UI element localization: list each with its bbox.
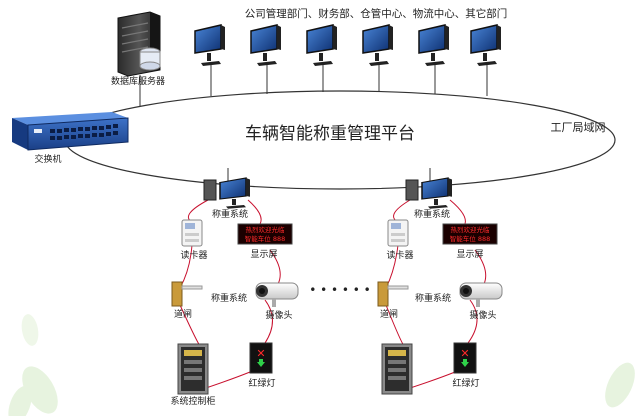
station-1-barrier-gate-icon: [171, 281, 203, 307]
dept-monitor-icon: [194, 24, 226, 67]
station-2-pc-label: 称重系统: [414, 208, 450, 220]
station-2-card-reader-label: 读卡器: [386, 249, 413, 261]
station-1-system-label: 称重系统: [211, 292, 247, 304]
station-2-system-label: 称重系统: [415, 292, 451, 304]
lan-label: 工厂局域网: [551, 121, 606, 134]
station-2-pc-icon: [405, 177, 453, 210]
svg-text:✕: ✕: [256, 347, 265, 360]
dept-monitor-icon: [250, 24, 282, 67]
station-1-traffic-light-icon: ✕: [249, 342, 273, 374]
ellipsis-separator: • • • • • •: [309, 283, 371, 297]
switch-icon: [12, 112, 129, 151]
station-1-card-reader-icon: [181, 219, 203, 247]
station-1-display-line-1: 热烈欢迎光临: [246, 225, 286, 234]
platform-title: 车辆智能称重管理平台: [245, 124, 415, 144]
station-2-control-cabinet-icon: [381, 343, 413, 395]
station-1-led-display: 热烈欢迎光临 智能车位 888: [237, 223, 293, 245]
station-2-barrier-gate-icon: [377, 281, 409, 307]
station-2-barrier-label: 道闸: [380, 308, 398, 320]
station-2-camera-icon: [459, 282, 503, 307]
station-1-camera-label: 摄像头: [265, 309, 292, 321]
leaf-decoration-icon: [8, 314, 635, 416]
dept-monitors: [194, 24, 502, 67]
station-2-traffic-light-icon: ✕: [453, 342, 477, 374]
weighing-station-1: 称重系统 读卡器 热烈欢迎光临 智能车位 888 显示屏 道闸 称重系统: [170, 168, 299, 407]
database-server-icon: [117, 11, 161, 77]
station-1-barrier-label: 道闸: [174, 308, 192, 320]
station-1-cabinet-label: 系统控制柜: [170, 395, 215, 407]
station-1-control-cabinet-icon: [177, 343, 209, 395]
station-2-camera-label: 摄像头: [469, 309, 496, 321]
station-2-card-reader-icon: [387, 219, 409, 247]
station-1-card-reader-label: 读卡器: [180, 249, 207, 261]
station-2-display-line-2: 智能车位 888: [450, 234, 490, 243]
station-2-led-display: 热烈欢迎光临 智能车位 888: [442, 223, 498, 245]
station-1-camera-icon: [255, 282, 299, 307]
station-1-display-line-2: 智能车位 888: [245, 234, 285, 243]
switch-label: 交换机: [34, 153, 61, 165]
dept-monitor-icon: [418, 24, 450, 67]
departments-label: 公司管理部门、财务部、仓管中心、物流中心、其它部门: [245, 7, 508, 20]
station-1-traffic-light-label: 红绿灯: [248, 377, 275, 389]
dept-monitor-icon: [362, 24, 394, 67]
dept-monitor-icon: [470, 24, 502, 67]
station-1-pc-label: 称重系统: [212, 208, 248, 220]
dept-connectors: [139, 62, 488, 106]
station-2-display-line-1: 热烈欢迎光临: [451, 225, 491, 234]
weighing-station-2: 称重系统 读卡器 热烈欢迎光临 智能车位 888 显示屏 道闸 称重系统 摄像头: [377, 168, 503, 395]
svg-text:✕: ✕: [460, 347, 469, 360]
dept-monitor-icon: [306, 24, 338, 67]
station-2-traffic-light-label: 红绿灯: [452, 377, 479, 389]
station-1-display-label: 显示屏: [250, 249, 277, 260]
db-server-label: 数据库服务器: [111, 75, 165, 87]
station-2-display-label: 显示屏: [456, 249, 483, 260]
station-1-pc-icon: [203, 177, 251, 210]
